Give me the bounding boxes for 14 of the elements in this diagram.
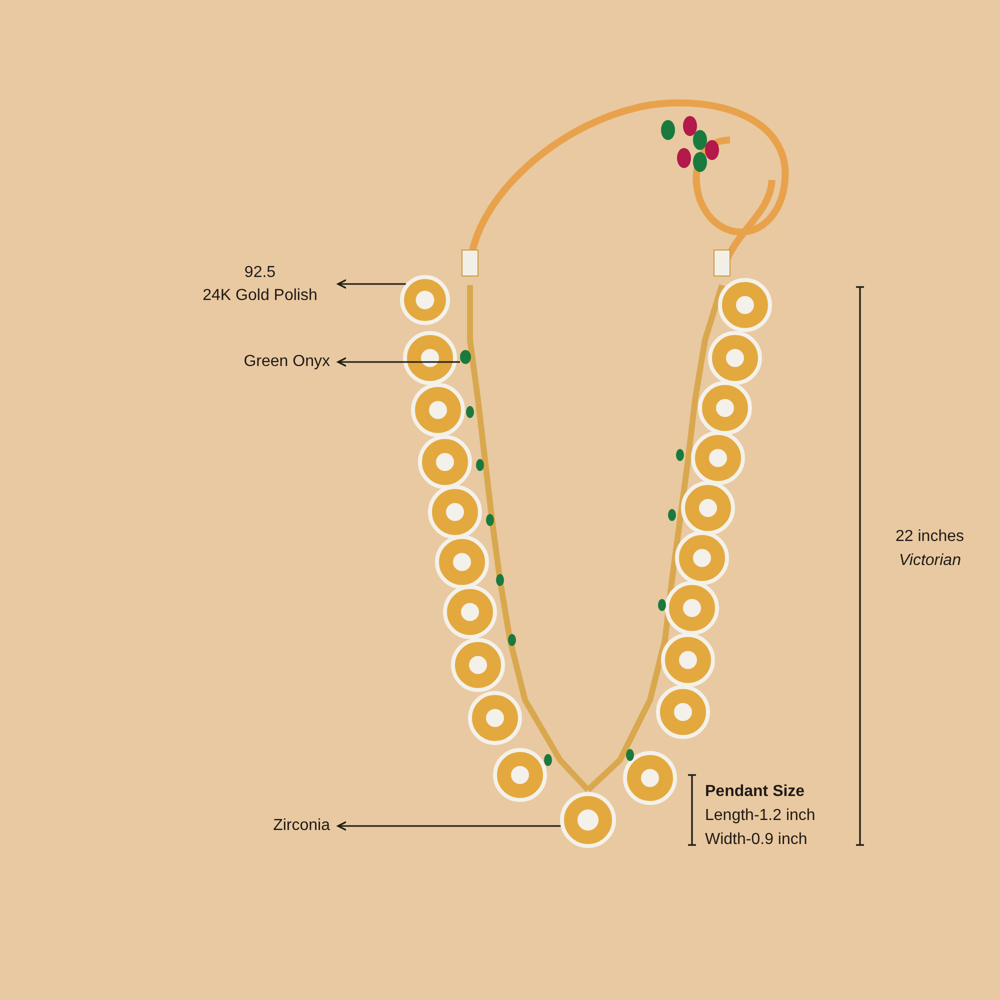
leader-arrow	[337, 279, 406, 289]
callout-label: Green Onyx	[242, 352, 330, 372]
pendant-medallion	[400, 275, 450, 325]
callout-label: Zirconia	[272, 816, 330, 836]
heading-label: Pendant Size	[705, 782, 805, 802]
dimension-label: Length-1.2 inch	[705, 806, 816, 826]
callout-label: 92.5	[243, 263, 277, 283]
callout-label: 24K Gold Polish	[202, 286, 318, 306]
style-label: Victorian	[899, 551, 961, 571]
leader-arrow	[337, 357, 460, 367]
dimension-label: Width-0.9 inch	[705, 830, 808, 850]
gemstone	[460, 350, 471, 364]
dimension-label: 22 inches	[896, 527, 964, 547]
leader-arrow	[337, 821, 561, 831]
